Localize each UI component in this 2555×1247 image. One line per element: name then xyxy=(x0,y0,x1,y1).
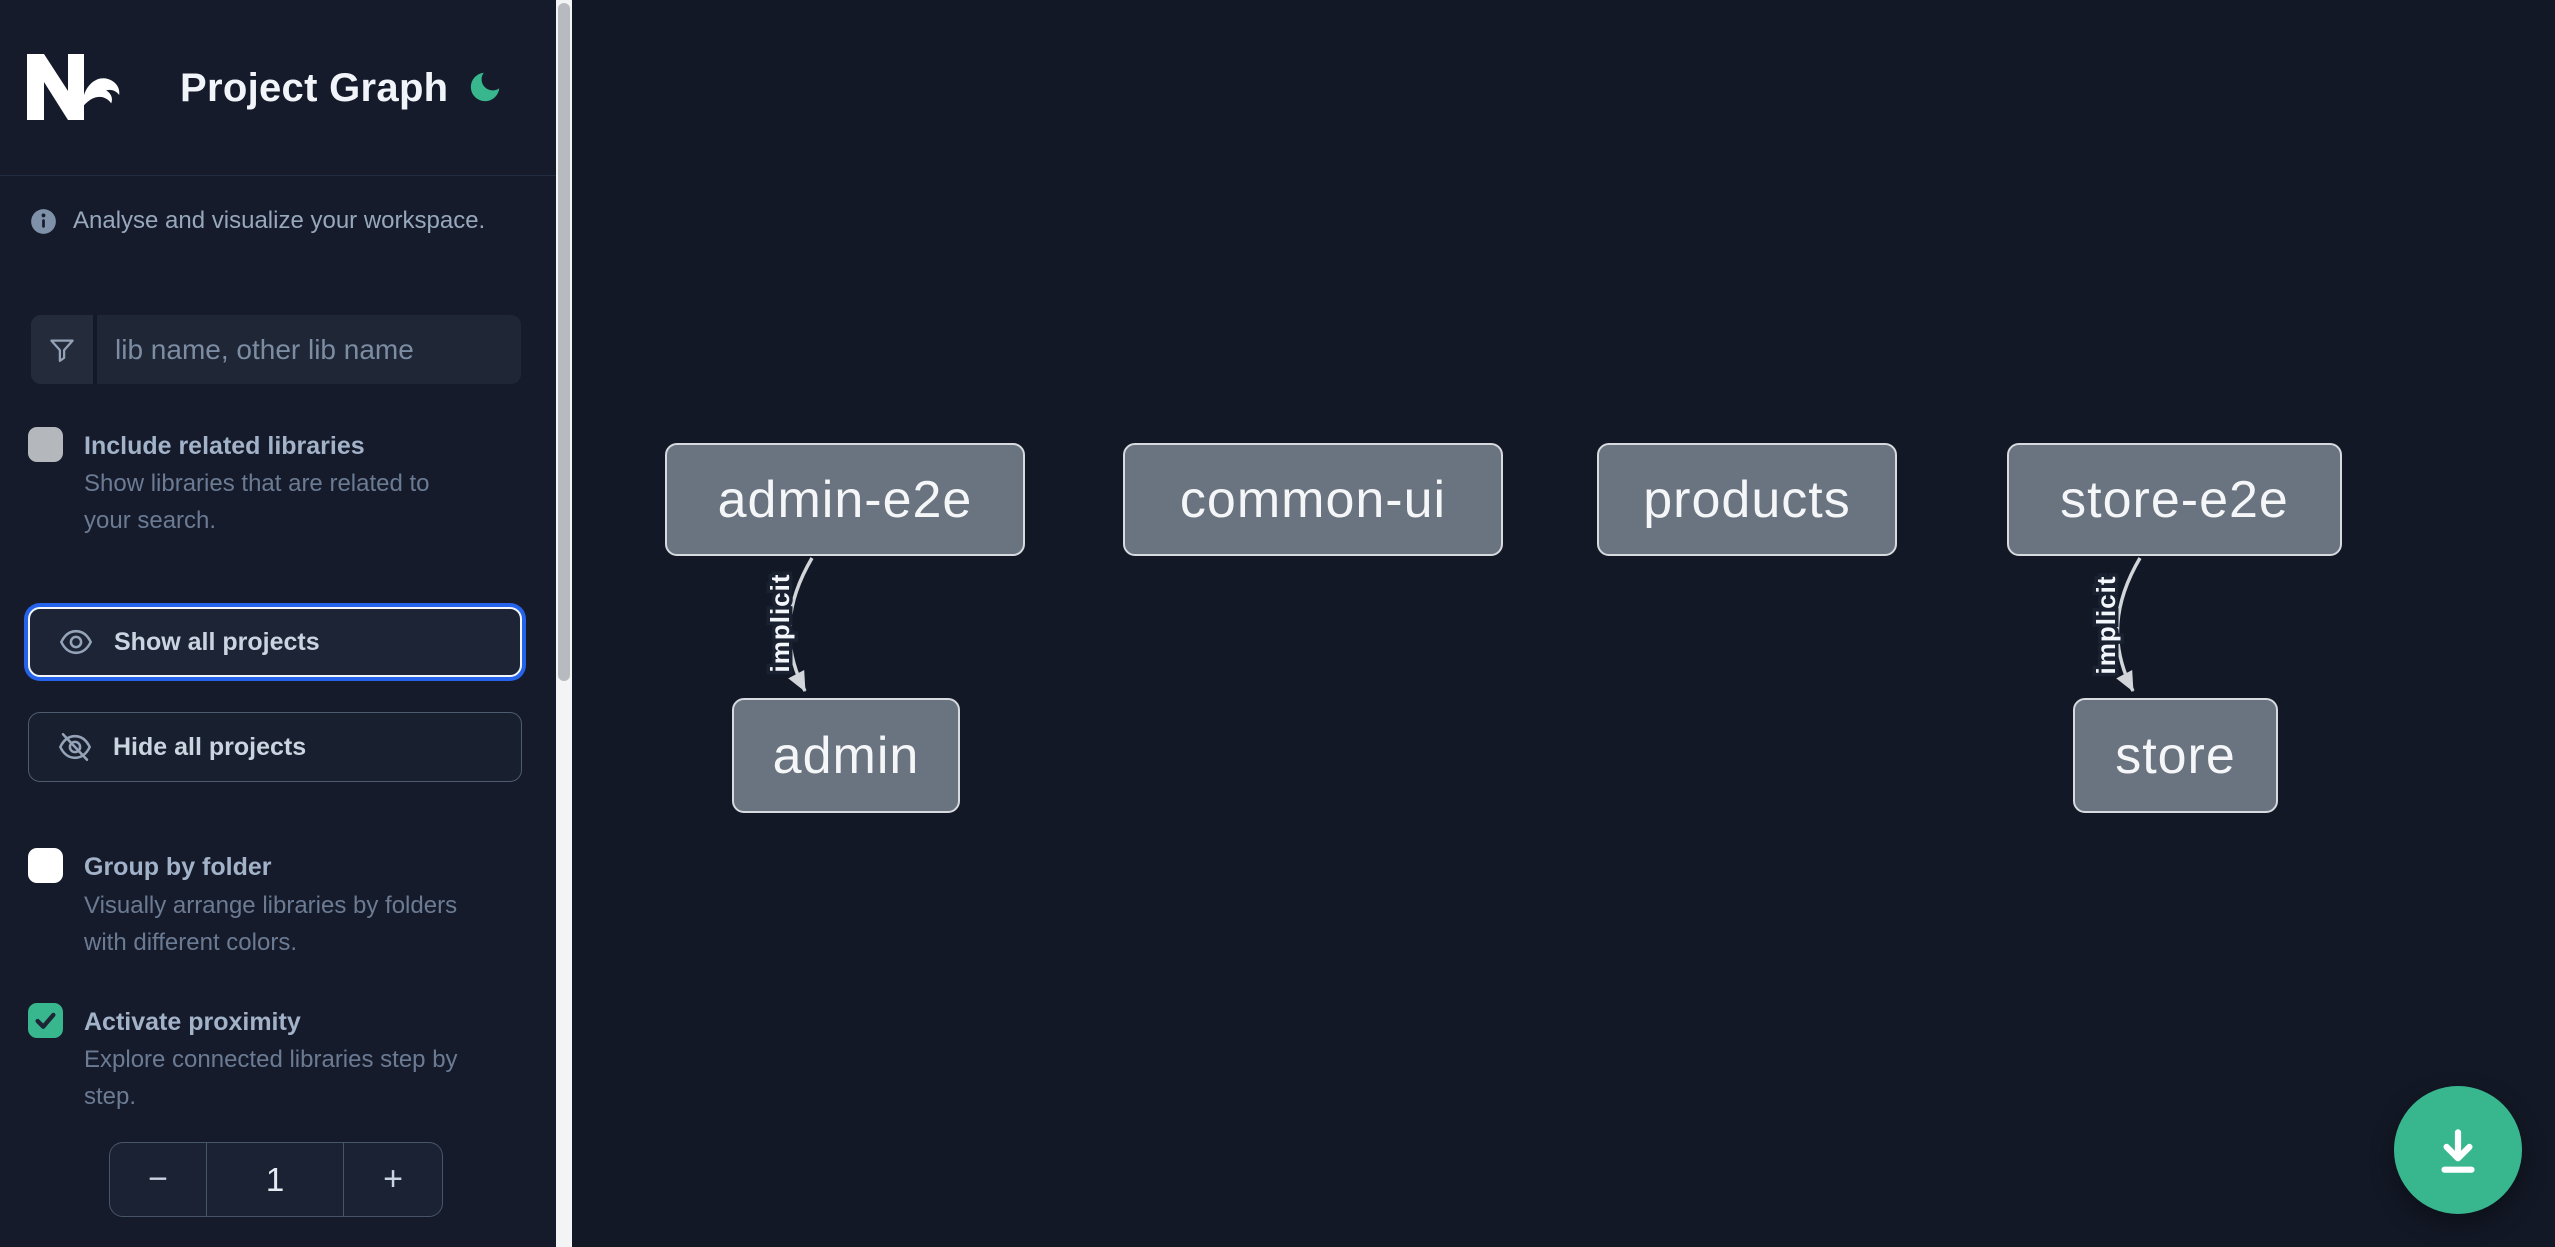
graph-node-store-e2e[interactable]: store-e2e xyxy=(2007,443,2342,556)
graph-node-admin[interactable]: admin xyxy=(732,698,960,813)
toggle-checkbox-2[interactable] xyxy=(28,1003,63,1038)
eye-icon xyxy=(59,629,93,655)
hide-all-projects-label: Hide all projects xyxy=(113,732,307,761)
download-image-button[interactable] xyxy=(2394,1086,2522,1214)
edge-admin-e2e-admin xyxy=(787,557,814,692)
proximity-depth-stepper: − 1 + xyxy=(109,1142,443,1217)
toggle-checkbox-0[interactable] xyxy=(28,427,63,462)
sidebar: Project Graph Analyse and visualize your… xyxy=(0,0,556,1247)
edge-store-e2e-store xyxy=(2115,557,2142,692)
eye-off-icon xyxy=(58,732,92,762)
sidebar-header: Project Graph xyxy=(0,0,556,176)
proximity-depth-value[interactable]: 1 xyxy=(206,1143,344,1216)
graph-node-common-ui[interactable]: common-ui xyxy=(1123,443,1503,556)
download-icon xyxy=(2441,1129,2475,1173)
toggle-label-include-related[interactable]: Include related libraries xyxy=(84,432,365,460)
show-all-projects-label: Show all projects xyxy=(114,627,320,656)
search-box xyxy=(31,315,521,384)
show-all-projects-button[interactable]: Show all projects xyxy=(28,607,522,677)
decrement-button[interactable]: − xyxy=(148,1160,168,1198)
sidebar-scrollbar-track[interactable] xyxy=(556,0,572,1247)
nx-logo xyxy=(27,54,120,120)
increment-button[interactable]: + xyxy=(383,1160,403,1198)
toggle-desc-group-by-folder: Visually arrange libraries by folders wi… xyxy=(84,892,458,956)
graph-node-store[interactable]: store xyxy=(2073,698,2278,813)
info-text: Analyse and visualize your workspace. xyxy=(73,207,486,234)
graph-canvas[interactable]: implicit implicit admin-e2e common-ui produc… xyxy=(572,0,2555,1247)
hide-all-projects-button[interactable]: Hide all projects xyxy=(28,712,522,782)
moon-icon[interactable] xyxy=(466,68,504,106)
toggle-desc-include-related: Show libraries that are related to your … xyxy=(84,470,430,534)
workspace-info-row: Analyse and visualize your workspace. xyxy=(30,205,530,237)
page-title: Project Graph xyxy=(180,66,449,110)
edge-label-admin-e2e: implicit xyxy=(765,573,795,672)
toggle-label-group-by-folder[interactable]: Group by folder xyxy=(84,853,272,881)
search-input[interactable] xyxy=(97,315,521,384)
edge-label-store-e2e: implicit xyxy=(2091,575,2121,674)
toggle-checkbox-1[interactable] xyxy=(28,848,63,883)
graph-node-products[interactable]: products xyxy=(1597,443,1897,556)
graph-edges-layer: implicit implicit xyxy=(762,557,2142,692)
filter-funnel-icon xyxy=(31,315,97,384)
toggle-desc-activate-proximity: Explore connected libraries step by step… xyxy=(84,1046,458,1110)
sidebar-scrollbar-thumb[interactable] xyxy=(558,3,570,681)
toggle-label-activate-proximity[interactable]: Activate proximity xyxy=(84,1008,301,1036)
info-icon xyxy=(31,208,56,234)
graph-node-admin-e2e[interactable]: admin-e2e xyxy=(665,443,1025,556)
